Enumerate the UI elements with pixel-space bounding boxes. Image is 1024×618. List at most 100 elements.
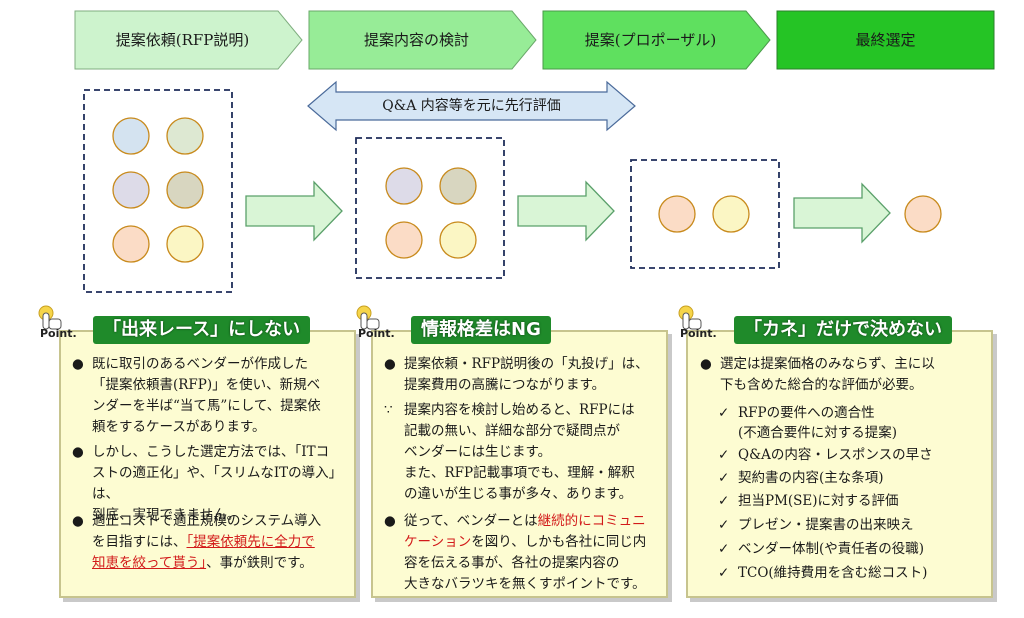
vendor-circle-yellow [166,225,204,263]
bullet-item: ∵ 提案内容を検討し始めると、RFPには 記載の無い、詳細な部分で疑問点が ベン… [384,400,668,505]
text-line: の違いが生じる事が多々、あります。 [404,486,633,502]
bullet-item: ● 選定は提案価格のみならず、主に以 下も含めた総合的な評価が必要。 [700,354,992,396]
text-line: 従って、ベンダーとは [404,513,538,529]
flow-arrow-2 [517,180,615,242]
text-line: ストの適正化」や、「スリムなITの導入」は、 [92,465,343,502]
qa-arrow-label: Q&A 内容等を元に先行評価 [382,98,561,114]
point-label: Point. [40,327,77,340]
point-label: Point. [358,327,395,340]
text-line: 提案依頼・RFP説明後の「丸投げ」は、 [404,356,649,372]
check-item: ✓ プレゼン・提案書の出来映え [718,515,914,536]
bullet-marker: ● [72,356,84,372]
highlight-text: 「提案依頼先に全力で [186,534,315,550]
check-item: ✓ ベンダー体制(や責任者の役職) [718,539,924,560]
check-item: ✓ Q&Aの内容・レスポンスの早さ [718,445,933,466]
vendor-circle-peach [385,221,423,259]
stage-box-4 [776,10,995,70]
check-text: 契約書の内容(主な条項) [738,470,884,486]
check-item-tco: ✓ TCO(維持費用を含む総コスト) [718,563,927,584]
stage-label-2: 提案内容の検討 [363,31,469,49]
text-line: を図り、しかも各社に同じ内 [471,534,647,550]
check-icon: ✓ [718,470,730,486]
check-item: ✓ 契約書の内容(主な条項) [718,468,884,489]
text-line: 提案内容を検討し始めると、RFPには [404,402,635,418]
candidate-box-2 [355,137,505,279]
text-line: 適正コストで適正規模のシステム導入 [92,513,322,529]
check-text: Q&Aの内容・レスポンスの早さ [738,447,933,463]
check-icon: ✓ [718,565,730,581]
text-line: ベンダーには生じます。 [404,444,552,460]
selected-vendor-circle [904,195,942,233]
candidate-box-1 [83,89,233,293]
vendor-circle-lavender [385,167,423,205]
point-label: Point. [680,327,717,340]
vendor-circle-yellow [712,195,750,233]
vendor-circle-peach [658,195,696,233]
bullet-item: ● しかし、こうした選定方法では、「ITコ ストの適正化」や、「スリムなITの導… [72,442,354,526]
bullet-item: ● 提案依頼・RFP説明後の「丸投げ」は、 提案費用の高騰につながります。 [384,354,668,396]
panel-title-1: 「出来レース」にしない [93,316,311,344]
text-line: 容を伝える事が、各社の提案内容の [404,555,620,571]
highlight-text: 知恵を絞って貰う」 [92,555,207,571]
text-line: 下も含めた総合的な評価が必要。 [720,377,923,393]
bullet-marker: ● [384,513,396,529]
vendor-circle-peach [112,225,150,263]
vendor-circle-khaki [439,167,477,205]
text-line: 到底、実現できません。 [92,507,241,523]
check-icon: ✓ [718,405,730,421]
stage-label-4: 最終選定 [855,31,916,49]
check-text: プレゼン・提案書の出来映え [738,517,914,533]
text-line: 、事が鉄則です。 [206,555,313,571]
check-text: 担当PM(SE)に対する評価 [738,493,899,509]
check-text: RFPの要件への適合性 [738,405,875,421]
bullet-item: ● 従って、ベンダーとは継続的にコミュニ ケーションを図り、しかも各社に同じ内 … [384,511,668,595]
check-icon: ✓ [718,517,730,533]
text-line: また、RFP記載事項でも、理解・解釈 [404,465,635,481]
panel-2 [371,330,668,598]
check-item: ✓ 担当PM(SE)に対する評価 [718,491,899,512]
flow-arrow-1 [245,180,343,242]
vendor-circle-khaki [166,171,204,209]
text-line: を目指すには、 [92,534,187,550]
check-icon: ✓ [718,541,730,557]
vendor-circle-lavender [112,171,150,209]
text-line: 頼をするケースがあります。 [92,419,266,435]
because-marker: ∵ [384,402,393,418]
text-line: 記載の無い、詳細な部分で疑問点が [404,423,620,439]
text-line: 「提案依頼書(RFP)」を使い、新規ベ [92,377,321,393]
highlight-text: 継続的にコミュニ [537,513,646,529]
text-line: しかし、こうした選定方法では、「ITコ [92,444,330,460]
text-line: 大きなバラツキを無くすポイントです。 [404,576,646,592]
check-text: ベンダー体制(や責任者の役職) [738,541,925,557]
stage-chevron-3 [542,10,771,70]
text-line: 選定は提案価格のみならず、主に以 [720,356,935,372]
highlight-text: ケーション [404,534,472,550]
text-line: 既に取引のあるベンダーが作成した [92,356,308,372]
qa-double-arrow [307,80,636,132]
panel-title-2: 情報格差はNG [411,316,551,344]
bullet-marker: ● [72,513,84,529]
stage-chevron-2 [308,10,537,70]
bullet-item: ● 既に取引のあるベンダーが作成した 「提案依頼書(RFP)」を使い、新規ベ ン… [72,354,354,438]
vendor-circle-blue [112,117,150,155]
bullet-marker: ● [384,356,396,372]
check-text: TCO(維持費用を含む総コスト) [738,565,928,581]
check-text: (不適合要件に対する提案) [738,425,898,441]
check-icon: ✓ [718,493,730,509]
panel-title-3: 「カネ」だけで決めない [734,316,952,344]
stage-label-1: 提案依頼(RFP説明) [115,31,250,49]
panel-3 [686,330,993,598]
vendor-circle-yellow [439,221,477,259]
bullet-marker: ● [700,356,712,372]
stage-chevron-1 [74,10,303,70]
text-line: ンダーを半ば“当て馬”にして、提案依 [92,398,321,414]
stage-label-3: 提案(プロポーザル) [584,31,717,49]
check-icon: ✓ [718,447,730,463]
bullet-marker: ● [72,444,84,460]
check-item-sub: (不適合要件に対する提案) [738,423,897,444]
panel-1 [59,330,356,598]
candidate-box-3 [630,159,780,269]
bullet-item: ● 適正コストで適正規模のシステム導入 を目指すには、「提案依頼先に全力で 知恵… [72,511,354,574]
flow-arrow-3 [793,182,891,244]
